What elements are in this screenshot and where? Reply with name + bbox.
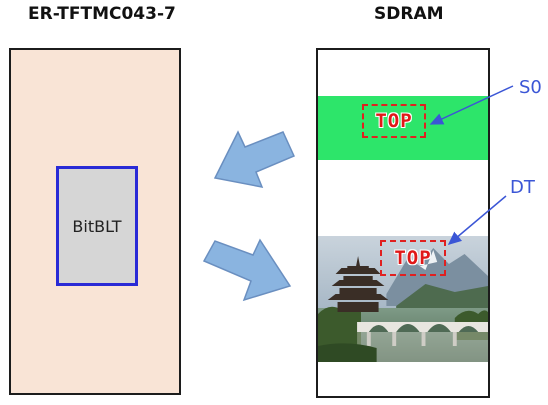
dest-top-box: TOP [380,240,446,276]
source-top-text: TOP [375,110,413,132]
sdram-title: SDRAM [374,4,444,24]
arrow-right-down-icon [202,238,292,302]
sdram-panel: TOP TOP [316,48,490,398]
lcd-title: ER-TFTMC043-7 [28,4,176,24]
arrow-left-down-icon [213,130,296,188]
source-pointer-arrow [429,85,514,125]
landscape-photo [318,236,488,362]
bitblt-box: BitBLT [56,166,138,286]
source-top-box: TOP [362,104,426,138]
source-region [318,96,488,160]
dest-label: DT [510,177,535,198]
dest-top-text: TOP [394,247,432,269]
source-label: S0 [519,77,542,98]
dest-pointer-arrow [447,195,507,245]
bitblt-label: BitBLT [72,216,122,236]
